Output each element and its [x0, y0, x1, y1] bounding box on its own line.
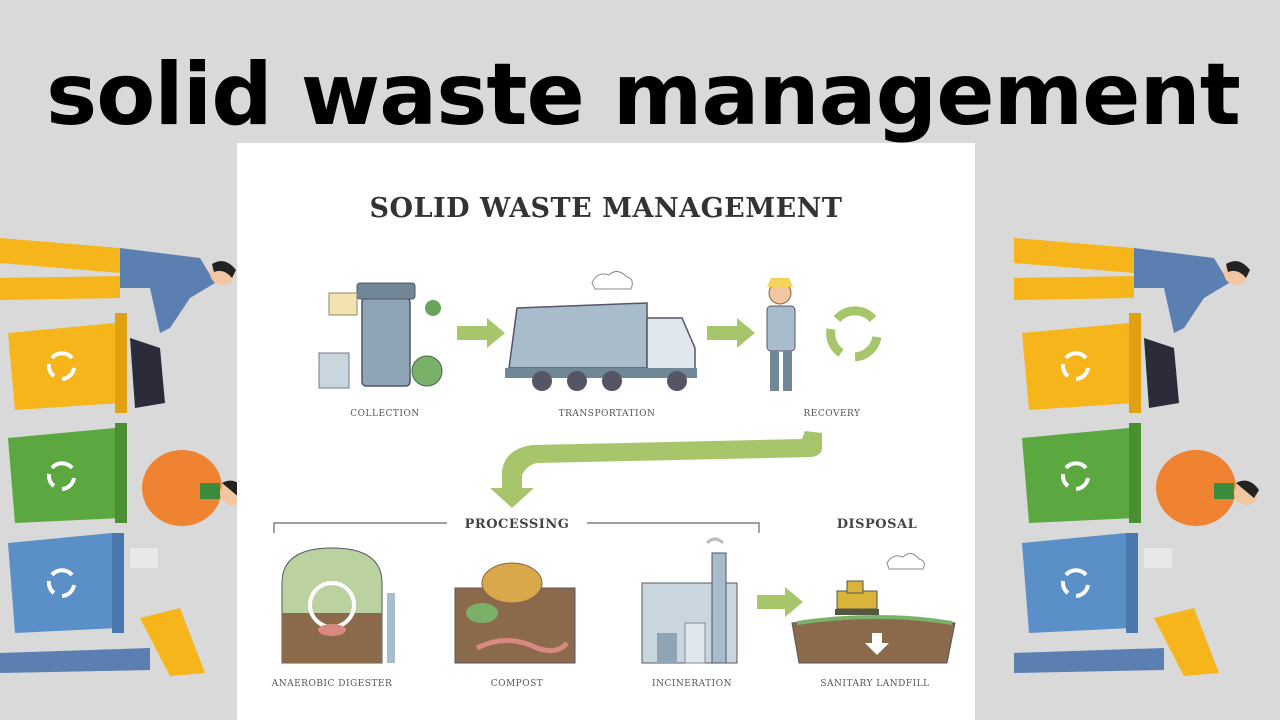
arrow-recovery-to-processing [490, 431, 822, 508]
diagram-title: SOLID WASTE MANAGEMENT [369, 193, 843, 224]
right-recycling-illustration [1014, 238, 1259, 676]
recycle-icon [1060, 351, 1090, 381]
recovery-worker-icon [766, 278, 796, 391]
anaerobic-digester-icon [281, 547, 395, 664]
waste-bin-icon [318, 282, 443, 389]
left-recycling-illustration [0, 238, 245, 676]
arrow-collection-to-transport [457, 318, 505, 348]
recycle-icon [826, 306, 882, 362]
arrow-transport-to-recovery [707, 318, 755, 348]
label-processing: PROCESSING [447, 517, 587, 532]
bin-green [1022, 423, 1259, 526]
arrow-processing-to-disposal [757, 587, 803, 617]
label-collection: COLLECTION [350, 409, 420, 419]
recycle-icon [46, 568, 76, 598]
worker-figure-top [0, 238, 236, 333]
diagram-artwork [273, 271, 956, 664]
recycle-icon [1060, 568, 1090, 598]
landfill-icon [791, 553, 956, 664]
garbage-truck-icon [505, 271, 697, 391]
label-anaerobic-digester: ANAEROBIC DIGESTER [271, 679, 393, 689]
label-transportation: TRANSPORTATION [558, 409, 656, 419]
compost-icon [454, 562, 576, 664]
bin-yellow [8, 313, 165, 413]
label-disposal: DISPOSAL [836, 517, 918, 532]
recycle-icon [46, 461, 76, 491]
label-recovery: RECOVERY [803, 409, 861, 419]
label-incineration: INCINERATION [652, 679, 732, 689]
bin-green [8, 423, 245, 526]
label-compost: COMPOST [490, 679, 544, 689]
factory-icon [641, 537, 738, 664]
bin-yellow [1022, 313, 1179, 413]
bin-blue [1014, 533, 1219, 676]
diagram-panel: SOLID WASTE MANAGEMENT [237, 143, 975, 720]
bin-blue [0, 533, 205, 676]
bulldozer-icon [835, 580, 879, 615]
recycle-icon [1060, 461, 1090, 491]
worker-figure-top [1014, 238, 1250, 333]
page-headline: solid waste management [46, 45, 1241, 145]
label-sanitary-landfill: SANITARY LANDFILL [820, 679, 930, 689]
recycle-icon [46, 351, 76, 381]
